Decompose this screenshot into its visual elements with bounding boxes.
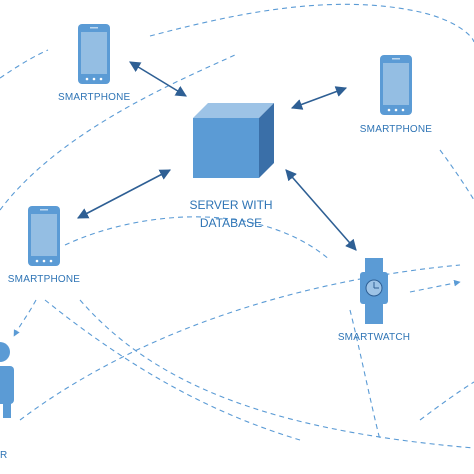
smartphone-right-label: SMARTPHONE [359, 124, 433, 135]
smartphone-left-label: SMARTPHONE [7, 274, 81, 285]
dashed-link-watch-down [349, 309, 381, 441]
server-label-line1: SERVER WITH [189, 198, 273, 212]
dashed-link-phone-to-watch-area [64, 216, 331, 261]
user-label: R [0, 450, 8, 461]
user-icon [0, 342, 14, 418]
solid-links [77, 61, 357, 251]
dashed-link-phone-bottom-curve [79, 299, 474, 449]
arrow-server-phone-top [129, 61, 187, 97]
server-label-line2: DATABASE [199, 216, 263, 230]
dashed-link-diagonal-long [44, 299, 301, 441]
dashed-link-top-left [0, 49, 49, 79]
dashed-link-user-to-right [19, 264, 461, 421]
server-cube-icon [193, 103, 274, 178]
smartphone-icon [380, 55, 412, 115]
dashed-link-right-phone-down [439, 149, 474, 201]
dashed-links [0, 3, 474, 449]
smartwatch-label: SMARTWATCH [337, 332, 411, 343]
arrow-server-watch [285, 169, 357, 251]
smartphone-top-label: SMARTPHONE [58, 92, 131, 103]
dashed-link-phone-to-user [13, 299, 37, 337]
server-label: SERVER WITH DATABASE [176, 196, 286, 232]
arrow-server-phone-right [290, 86, 348, 110]
arrow-server-phone-left [77, 169, 171, 219]
smartphone-icon [78, 24, 110, 84]
dashed-link-bottom-right [419, 381, 474, 421]
smartphone-icon [28, 206, 60, 266]
dashed-link-watch-to-right [409, 279, 461, 293]
dashed-link-top-arc [149, 3, 474, 43]
dashed-link-left-to-top-center [0, 54, 236, 211]
smartwatch-icon [360, 258, 388, 324]
